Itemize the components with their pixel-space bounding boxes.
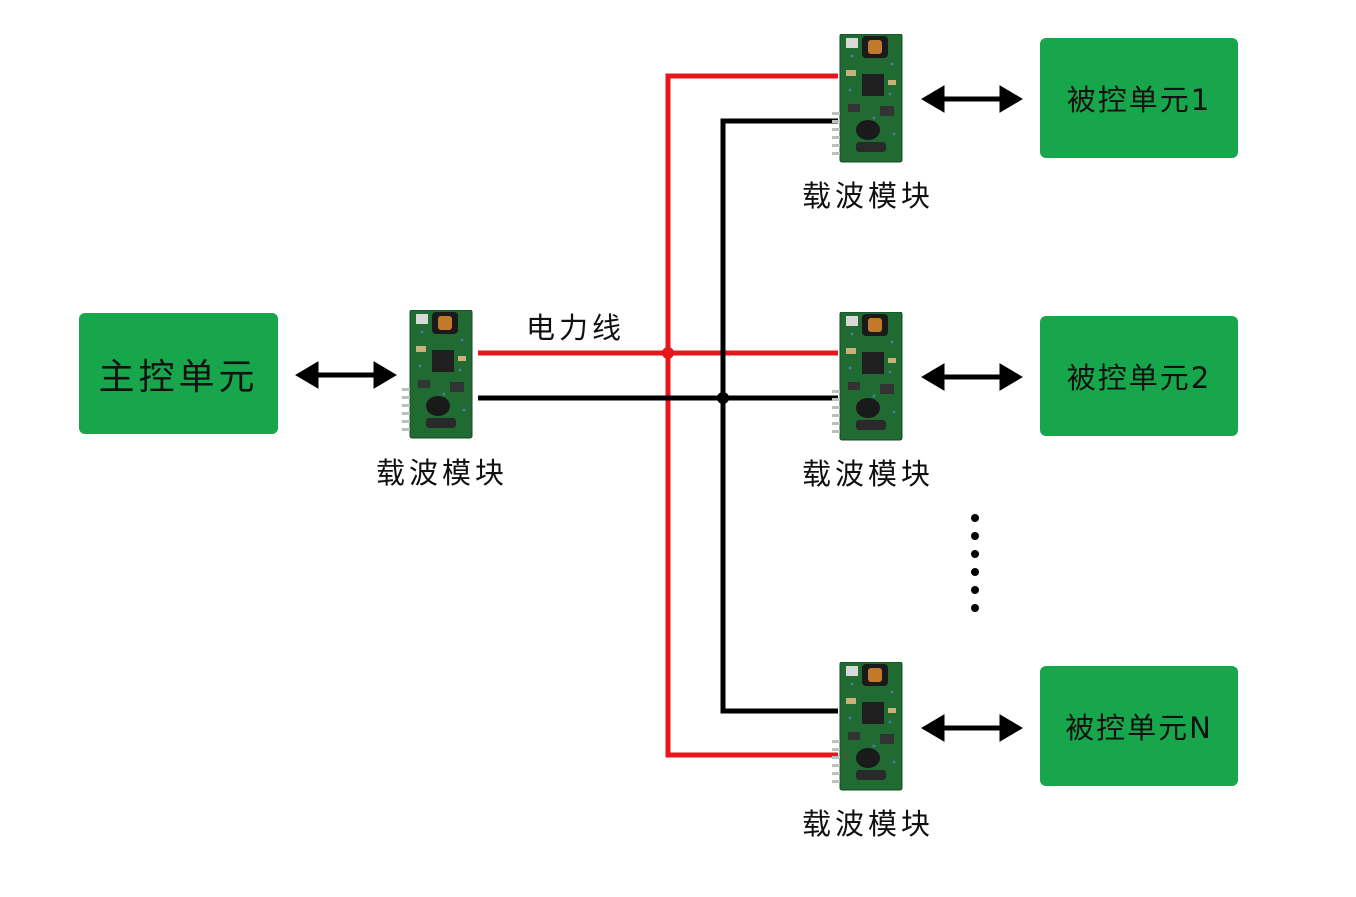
slaveN-link-arrow <box>921 714 1023 742</box>
master-unit-label: 主控单元 <box>98 356 259 398</box>
live-junction-dot <box>662 347 674 359</box>
slave-unit-1: 被控单元1 <box>1040 38 1238 158</box>
power-line-label: 电力线 <box>526 311 626 345</box>
slave-unit-1-label: 被控单元1 <box>1066 83 1212 117</box>
ellipsis-dots <box>971 514 979 612</box>
pcb-board-image <box>832 312 903 441</box>
carrier-module-label-n: 载波模块 <box>802 807 935 841</box>
pcb-board-image <box>832 34 903 163</box>
pcb-board-image <box>402 310 473 439</box>
master-link-arrow <box>295 361 397 389</box>
slave2-link-arrow <box>921 363 1023 391</box>
carrier-module-label-1: 载波模块 <box>802 179 935 213</box>
neutral-wire-bus <box>720 118 838 714</box>
slave-unit-n-label: 被控单元N <box>1065 711 1213 745</box>
slave1-link-arrow <box>921 85 1023 113</box>
carrier-module-2 <box>832 312 912 442</box>
carrier-module-master <box>402 310 482 440</box>
live-wire-bus <box>665 73 838 758</box>
slave-unit-n: 被控单元N <box>1040 666 1238 786</box>
carrier-module-label-master: 载波模块 <box>376 456 509 490</box>
pcb-board-image <box>832 662 903 791</box>
slave-unit-2: 被控单元2 <box>1040 316 1238 436</box>
master-control-unit: 主控单元 <box>79 313 278 434</box>
carrier-module-1 <box>832 34 912 164</box>
slave-unit-2-label: 被控单元2 <box>1066 361 1212 395</box>
carrier-module-n <box>832 662 912 792</box>
neutral-junction-dot <box>717 392 729 404</box>
carrier-module-label-2: 载波模块 <box>802 457 935 491</box>
